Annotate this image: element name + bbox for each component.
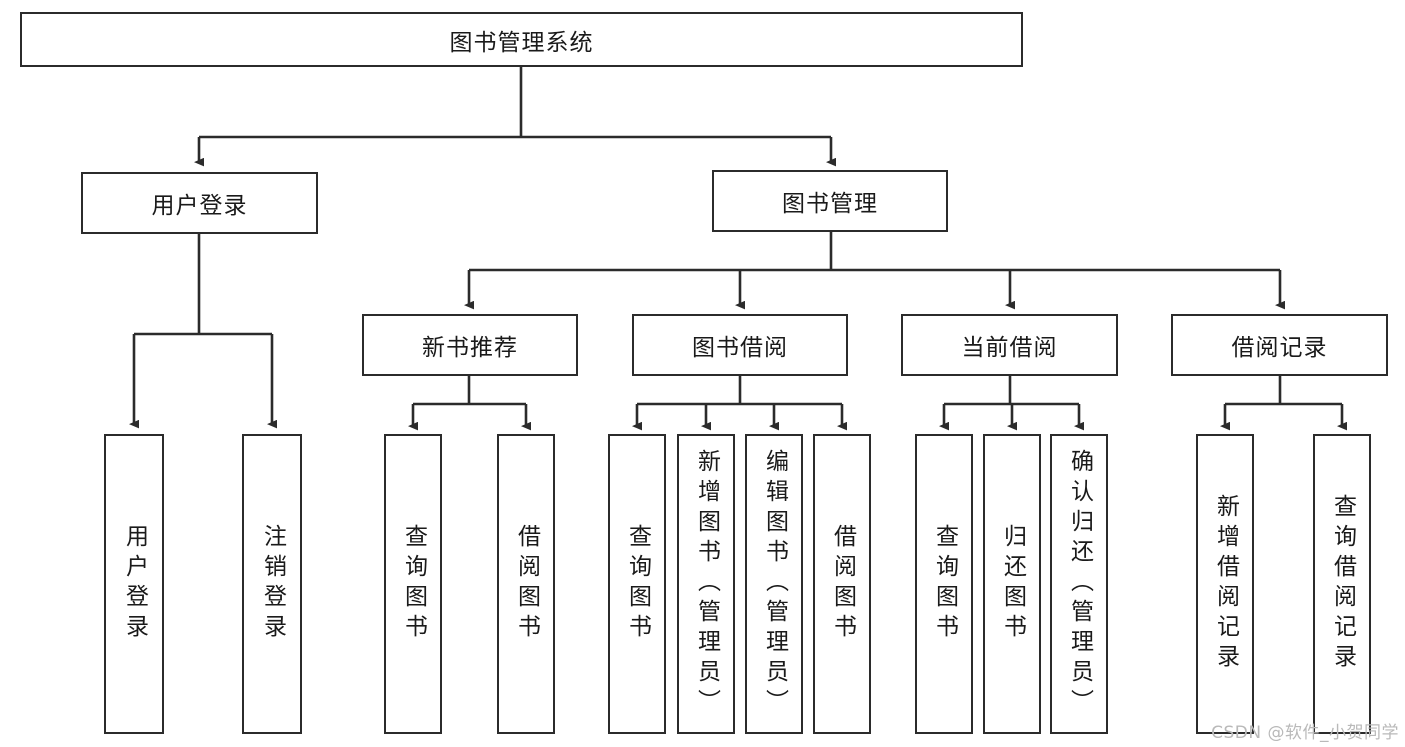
leaf-borrow-query-book[interactable]: 查询图书 bbox=[608, 434, 666, 734]
leaf-record-query-borrow-record[interactable]: 查询借阅记录 bbox=[1313, 434, 1371, 734]
node-label: 查询图书 bbox=[931, 524, 958, 644]
watermark: CSDN @软件_小贺同学 bbox=[1211, 723, 1399, 743]
node-borrow-record[interactable]: 借阅记录 bbox=[1171, 314, 1388, 376]
leaf-recommend-borrow-book[interactable]: 借阅图书 bbox=[497, 434, 555, 734]
leaf-record-add-borrow-record[interactable]: 新增借阅记录 bbox=[1196, 434, 1254, 734]
node-label: 查询图书 bbox=[400, 524, 427, 644]
node-label: 图书管理 bbox=[782, 191, 878, 217]
node-book-borrow[interactable]: 图书借阅 bbox=[632, 314, 848, 376]
node-label: 借阅记录 bbox=[1231, 335, 1328, 361]
leaf-user-login-logout[interactable]: 注销登录 bbox=[242, 434, 302, 734]
node-current-borrow[interactable]: 当前借阅 bbox=[901, 314, 1118, 376]
node-label: 新增图书（管理员） bbox=[693, 449, 720, 719]
node-label: 图书管理系统 bbox=[449, 29, 594, 56]
node-label: 注销登录 bbox=[259, 524, 286, 644]
node-label: 用户登录 bbox=[121, 524, 148, 644]
leaf-current-confirm-return-admin[interactable]: 确认归还（管理员） bbox=[1050, 434, 1108, 734]
node-root-book-management-system[interactable]: 图书管理系统 bbox=[20, 12, 1023, 67]
node-label: 查询图书 bbox=[624, 524, 651, 644]
node-label: 新增借阅记录 bbox=[1212, 494, 1239, 674]
leaf-current-return-book[interactable]: 归还图书 bbox=[983, 434, 1041, 734]
node-label: 查询借阅记录 bbox=[1329, 494, 1356, 674]
leaf-user-login-login[interactable]: 用户登录 bbox=[104, 434, 164, 734]
node-label: 归还图书 bbox=[999, 524, 1026, 644]
leaf-current-query-book[interactable]: 查询图书 bbox=[915, 434, 973, 734]
leaf-borrow-borrow-book[interactable]: 借阅图书 bbox=[813, 434, 871, 734]
node-user-login[interactable]: 用户登录 bbox=[81, 172, 318, 234]
leaf-recommend-query-book[interactable]: 查询图书 bbox=[384, 434, 442, 734]
node-new-book-recommend[interactable]: 新书推荐 bbox=[362, 314, 578, 376]
node-label: 用户登录 bbox=[151, 193, 248, 219]
leaf-borrow-edit-book-admin[interactable]: 编辑图书（管理员） bbox=[745, 434, 803, 734]
node-label: 当前借阅 bbox=[961, 335, 1058, 361]
node-label: 编辑图书（管理员） bbox=[761, 449, 788, 719]
node-label: 借阅图书 bbox=[513, 524, 540, 644]
leaf-borrow-add-book-admin[interactable]: 新增图书（管理员） bbox=[677, 434, 735, 734]
node-label: 图书借阅 bbox=[692, 335, 788, 361]
node-book-management[interactable]: 图书管理 bbox=[712, 170, 948, 232]
node-label: 借阅图书 bbox=[829, 524, 856, 644]
node-label: 确认归还（管理员） bbox=[1066, 449, 1093, 719]
node-label: 新书推荐 bbox=[422, 335, 518, 361]
